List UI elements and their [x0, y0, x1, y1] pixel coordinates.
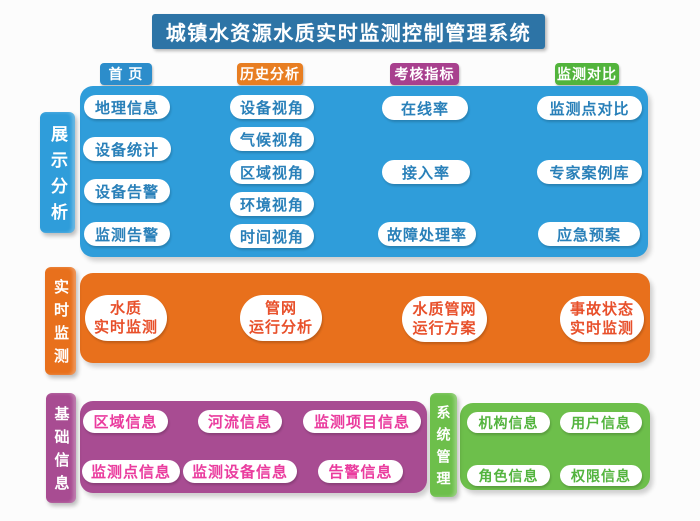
- display-item-expert-cases[interactable]: 专家案例库: [537, 160, 642, 184]
- system-item-org-info[interactable]: 机构信息: [467, 412, 550, 433]
- realtime-item-water-quality[interactable]: 水质 实时监测: [85, 295, 167, 341]
- display-item-device-alarm[interactable]: 设备告警: [84, 179, 170, 203]
- display-item-access-rate[interactable]: 接入率: [382, 160, 470, 184]
- system-item-role-info[interactable]: 角色信息: [467, 465, 550, 486]
- column-header-compare[interactable]: 监测对比: [555, 63, 619, 85]
- display-item-online-rate[interactable]: 在线率: [382, 96, 468, 120]
- section-tab-realtime-monitor[interactable]: 实时监测: [45, 267, 76, 375]
- display-item-env-view[interactable]: 环境视角: [230, 192, 314, 216]
- basic-item-river-info[interactable]: 河流信息: [198, 410, 282, 433]
- basic-item-point-info[interactable]: 监测点信息: [82, 460, 180, 483]
- display-item-point-compare[interactable]: 监测点对比: [537, 96, 642, 120]
- section-tab-basic-info[interactable]: 基础信息: [46, 393, 76, 503]
- section-tab-system-management[interactable]: 系统管理: [430, 393, 457, 497]
- basic-item-device-info[interactable]: 监测设备信息: [183, 460, 297, 483]
- basic-item-alarm-info[interactable]: 告警信息: [318, 460, 403, 483]
- system-item-permission-info[interactable]: 权限信息: [560, 465, 642, 486]
- page-title: 城镇水资源水质实时监测控制管理系统: [152, 14, 545, 49]
- display-item-time-view[interactable]: 时间视角: [230, 224, 314, 248]
- basic-item-region-info[interactable]: 区域信息: [83, 410, 168, 433]
- realtime-item-pipe-plan[interactable]: 水质管网 运行方案: [402, 296, 487, 342]
- display-item-geo-info[interactable]: 地理信息: [84, 95, 170, 119]
- display-item-emergency-plan[interactable]: 应急预案: [538, 222, 640, 246]
- realtime-item-pipe-analysis[interactable]: 管网 运行分析: [240, 295, 322, 341]
- realtime-monitor-panel: [80, 273, 650, 363]
- display-item-device-view[interactable]: 设备视角: [230, 95, 314, 119]
- display-item-device-stats[interactable]: 设备统计: [83, 137, 171, 161]
- section-tab-display-analysis[interactable]: 展示分析: [40, 112, 75, 233]
- column-header-history[interactable]: 历史分析: [237, 63, 303, 85]
- system-item-user-info[interactable]: 用户信息: [560, 412, 642, 433]
- basic-item-project-info[interactable]: 监测项目信息: [303, 410, 421, 433]
- display-item-monitor-alarm[interactable]: 监测告警: [84, 222, 170, 246]
- display-item-region-view[interactable]: 区域视角: [230, 160, 314, 184]
- display-item-climate-view[interactable]: 气候视角: [230, 127, 314, 151]
- column-header-home[interactable]: 首 页: [100, 63, 152, 85]
- display-item-fault-rate[interactable]: 故障处理率: [378, 222, 476, 246]
- column-header-kpi[interactable]: 考核指标: [390, 63, 459, 85]
- realtime-item-accident-status[interactable]: 事故状态 实时监测: [560, 296, 644, 342]
